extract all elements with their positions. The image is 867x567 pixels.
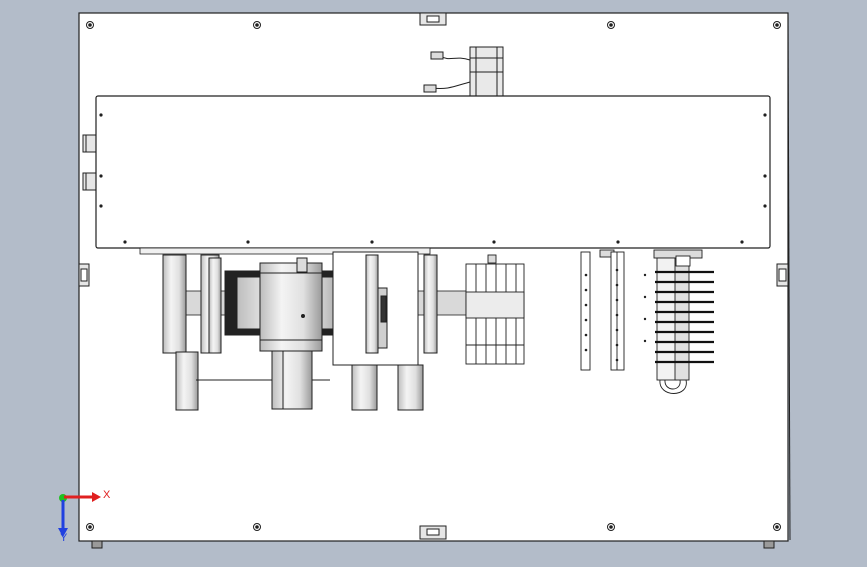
side-connectors xyxy=(82,134,97,191)
linear-actuators xyxy=(580,249,703,371)
actuator-pins xyxy=(584,268,619,362)
foot-left xyxy=(91,540,103,549)
top-cover-panel xyxy=(95,95,771,249)
comb-assembly xyxy=(656,255,691,394)
gripper-assembly xyxy=(465,254,525,365)
cover-screws xyxy=(99,113,767,244)
x-axis-arrowhead xyxy=(92,492,101,502)
lower-cylinders xyxy=(351,254,438,411)
y-axis-arrowhead xyxy=(58,528,68,537)
coordinate-triad: X Y xyxy=(58,489,111,544)
drum-shaft xyxy=(271,350,313,410)
mounting-holes xyxy=(86,21,781,531)
comb-fins xyxy=(655,270,714,364)
cover-base-strip xyxy=(139,247,431,255)
y-axis-label: Y xyxy=(60,532,68,544)
lifting-brackets xyxy=(78,12,789,540)
foot-right xyxy=(763,540,775,549)
left-cylinders xyxy=(162,254,330,411)
comb-pins xyxy=(643,273,647,343)
x-axis-label: X xyxy=(103,489,111,501)
servo-motor xyxy=(423,46,504,97)
